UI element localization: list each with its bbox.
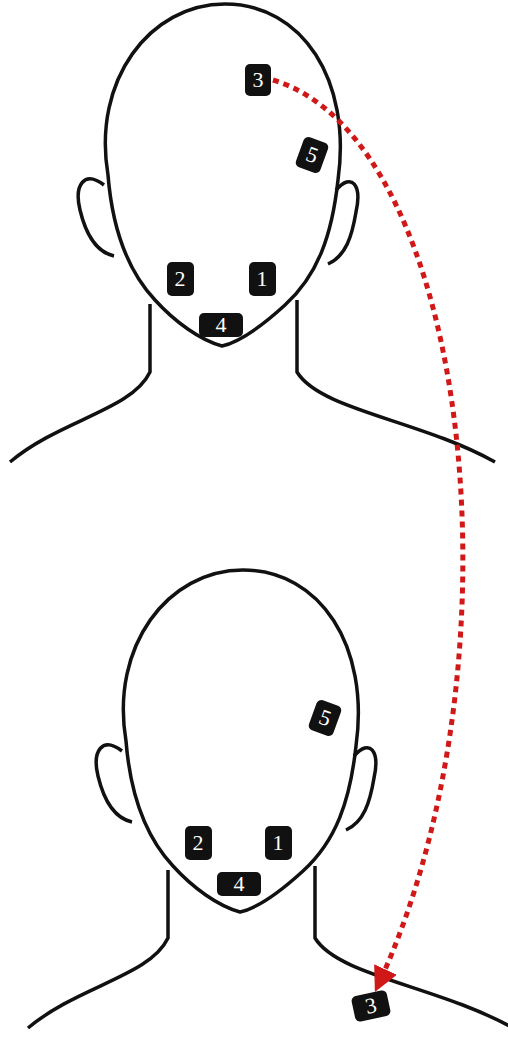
marker-box: 2 bbox=[185, 826, 212, 860]
callout-number: 1 bbox=[273, 832, 284, 854]
top-person bbox=[10, 4, 495, 462]
marker-box: 3 bbox=[351, 990, 392, 1023]
marker-box: 5 bbox=[294, 136, 329, 175]
marker-box: 5 bbox=[307, 699, 342, 738]
callout-number: 5 bbox=[316, 706, 334, 730]
marker-box: 3 bbox=[245, 64, 271, 96]
callout-number: 4 bbox=[216, 314, 227, 336]
marker-box: 4 bbox=[217, 872, 261, 896]
dotted-arrow bbox=[273, 80, 463, 988]
callout-number: 2 bbox=[193, 832, 204, 854]
bottom-person bbox=[28, 570, 508, 1028]
marker-box: 4 bbox=[199, 313, 243, 337]
callout-number: 5 bbox=[303, 143, 321, 167]
callout-number: 3 bbox=[253, 69, 264, 91]
marker-box: 1 bbox=[249, 262, 276, 296]
callout-number: 3 bbox=[363, 994, 378, 1018]
callout-number: 2 bbox=[175, 268, 186, 290]
marker-box: 2 bbox=[167, 262, 194, 296]
callout-number: 4 bbox=[234, 873, 245, 895]
marker-box: 1 bbox=[265, 826, 292, 860]
callout-number: 1 bbox=[257, 268, 268, 290]
